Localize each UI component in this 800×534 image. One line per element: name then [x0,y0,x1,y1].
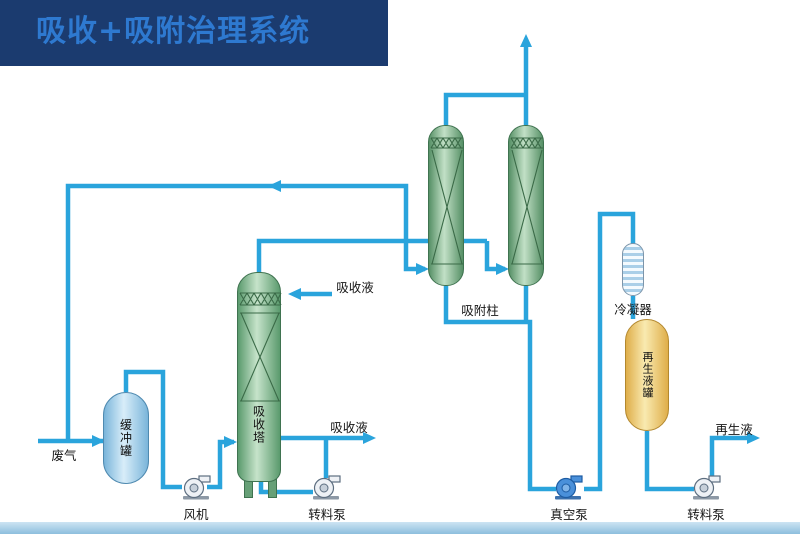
arrow-waste-gas [92,435,105,447]
arrow-regen-out [747,432,760,444]
pipe-tower-top-header [256,238,487,272]
transfer-pump-right-icon [689,472,723,500]
arrow-into-tower [224,436,237,448]
regen-liquid-tank: 再生液罐 [625,319,669,431]
arrow-recycle [268,180,281,192]
arrow-absorbent-in [288,288,301,300]
adsorption-column-label: 吸附柱 [461,303,499,318]
pipe-tower-bottom-to-pump [258,482,313,495]
page-title: 吸收+吸附治理系统 [36,14,311,49]
pipe-tank-to-pump [644,431,694,492]
pipe-columns-top-link [443,92,526,125]
vacuum-pump-icon [551,472,585,500]
footer-strip [0,522,800,534]
pipe-regen-out [709,435,754,480]
transfer-pump-left-icon [309,472,343,500]
arrow-exhaust-up [520,34,532,47]
pipe-columns-to-vacuum [443,286,556,492]
regen-liquid-label: 再生液 [715,422,753,437]
adsorption-column-right [508,125,544,286]
absorption-tower: 吸收塔 [237,272,282,482]
vacuum-pump-label: 真空泵 [550,507,588,522]
pipe-recycle-return [65,183,409,441]
title-banner: 吸收+吸附治理系统 [0,0,388,66]
fan-label: 风机 [183,507,209,522]
tower-packing-icon [239,292,282,402]
buffer-tank: 缓冲罐 [103,392,149,484]
column-packing-icon [430,137,463,265]
absorbent-in-label: 吸收液 [336,280,374,295]
adsorption-column-left [428,125,464,286]
arrow-into-left-column [416,263,429,275]
pipe-vacuum-to-condenser [584,211,636,492]
pipe-feed-left-column [403,241,425,272]
absorption-tower-label: 吸收塔 [251,405,266,444]
transfer-pump-right-label: 转料泵 [687,507,725,522]
buffer-tank-label: 缓冲罐 [118,418,133,458]
regen-tank-label: 再生液罐 [641,351,654,399]
transfer-pump-left-label: 转料泵 [308,507,346,522]
condenser [622,243,644,296]
pipe-tank-to-fan [123,369,182,490]
waste-gas-label: 废气 [51,448,77,463]
arrow-absorbent-out [363,432,376,444]
absorbent-out-label: 吸收液 [330,420,368,435]
fan-icon [179,472,213,500]
column-packing-icon [510,137,543,265]
arrow-into-right-column [496,263,509,275]
condenser-label: 冷凝器 [614,302,652,317]
